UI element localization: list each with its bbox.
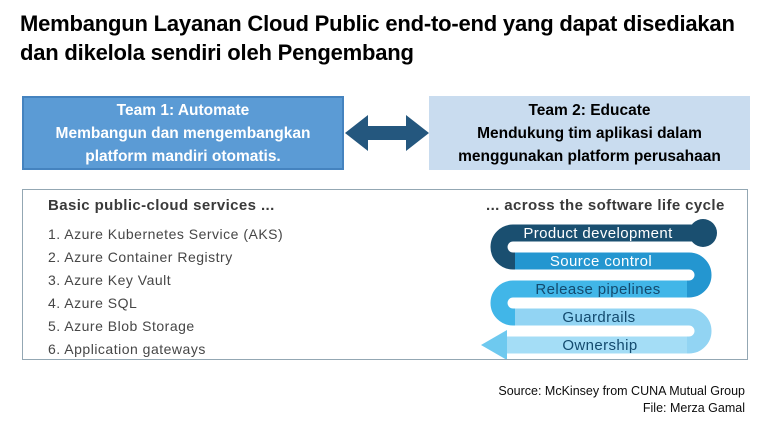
double-arrow-shape: [345, 115, 429, 151]
service-item: 5. Azure Blob Storage: [48, 318, 195, 334]
snake-segment-4: [515, 308, 712, 354]
slide-title-line2: dan dikelola sendiri oleh Pengembang: [20, 40, 414, 65]
team1-line1: Membangun dan mengembangkan: [55, 124, 311, 142]
service-item: 2. Azure Container Registry: [48, 249, 233, 265]
team2-line2: menggunakan platform perusahaan: [458, 147, 721, 165]
slide-title-line1: Membangun Layanan Cloud Public end-to-en…: [20, 11, 735, 36]
lifecycle-header: ... across the software life cycle: [486, 197, 725, 214]
lifecycle-stage-label: Ownership: [562, 337, 637, 354]
service-item: 1. Azure Kubernetes Service (AKS): [48, 226, 284, 242]
azure-services-list: 1. Azure Kubernetes Service (AKS) 2. Azu…: [48, 223, 283, 361]
lifecycle-stage-label: Release pipelines: [535, 281, 660, 298]
team2-educate-box: Team 2: Educate Mendukung tim aplikasi d…: [429, 96, 750, 170]
service-item: 3. Azure Key Vault: [48, 272, 172, 288]
team2-line1: Mendukung tim aplikasi dalam: [477, 124, 702, 142]
double-headed-arrow-icon: [345, 115, 429, 151]
team1-automate-box: Team 1: Automate Membangun dan mengemban…: [22, 96, 344, 170]
services-header: Basic public-cloud services ...: [48, 197, 275, 214]
source-line: Source: McKinsey from CUNA Mutual Group: [498, 384, 745, 398]
lifecycle-stage-label: Source control: [550, 253, 652, 270]
service-item: 6. Application gateways: [48, 341, 206, 357]
file-line: File: Merza Gamal: [642, 401, 745, 415]
content-panel: Basic public-cloud services ... ... acro…: [22, 189, 748, 360]
team2-heading: Team 2: Educate: [528, 101, 651, 119]
slide-title: Membangun Layanan Cloud Public end-to-en…: [20, 9, 768, 67]
footer-credits: Source: McKinsey from CUNA Mutual Group …: [498, 383, 745, 417]
snake-segment-2: [515, 252, 712, 298]
lifecycle-snake-diagram: Product development Source control Relea…: [481, 219, 717, 359]
snake-end-arrowhead-icon: [481, 330, 507, 359]
lifecycle-stage-label: Product development: [523, 225, 673, 242]
snake-segment-1: [490, 224, 701, 270]
team1-heading: Team 1: Automate: [116, 101, 250, 119]
snake-segment-3: [490, 280, 687, 326]
service-item: 4. Azure SQL: [48, 295, 138, 311]
team1-line2: platform mandiri otomatis.: [85, 147, 281, 165]
lifecycle-stage-label: Guardrails: [562, 309, 635, 326]
